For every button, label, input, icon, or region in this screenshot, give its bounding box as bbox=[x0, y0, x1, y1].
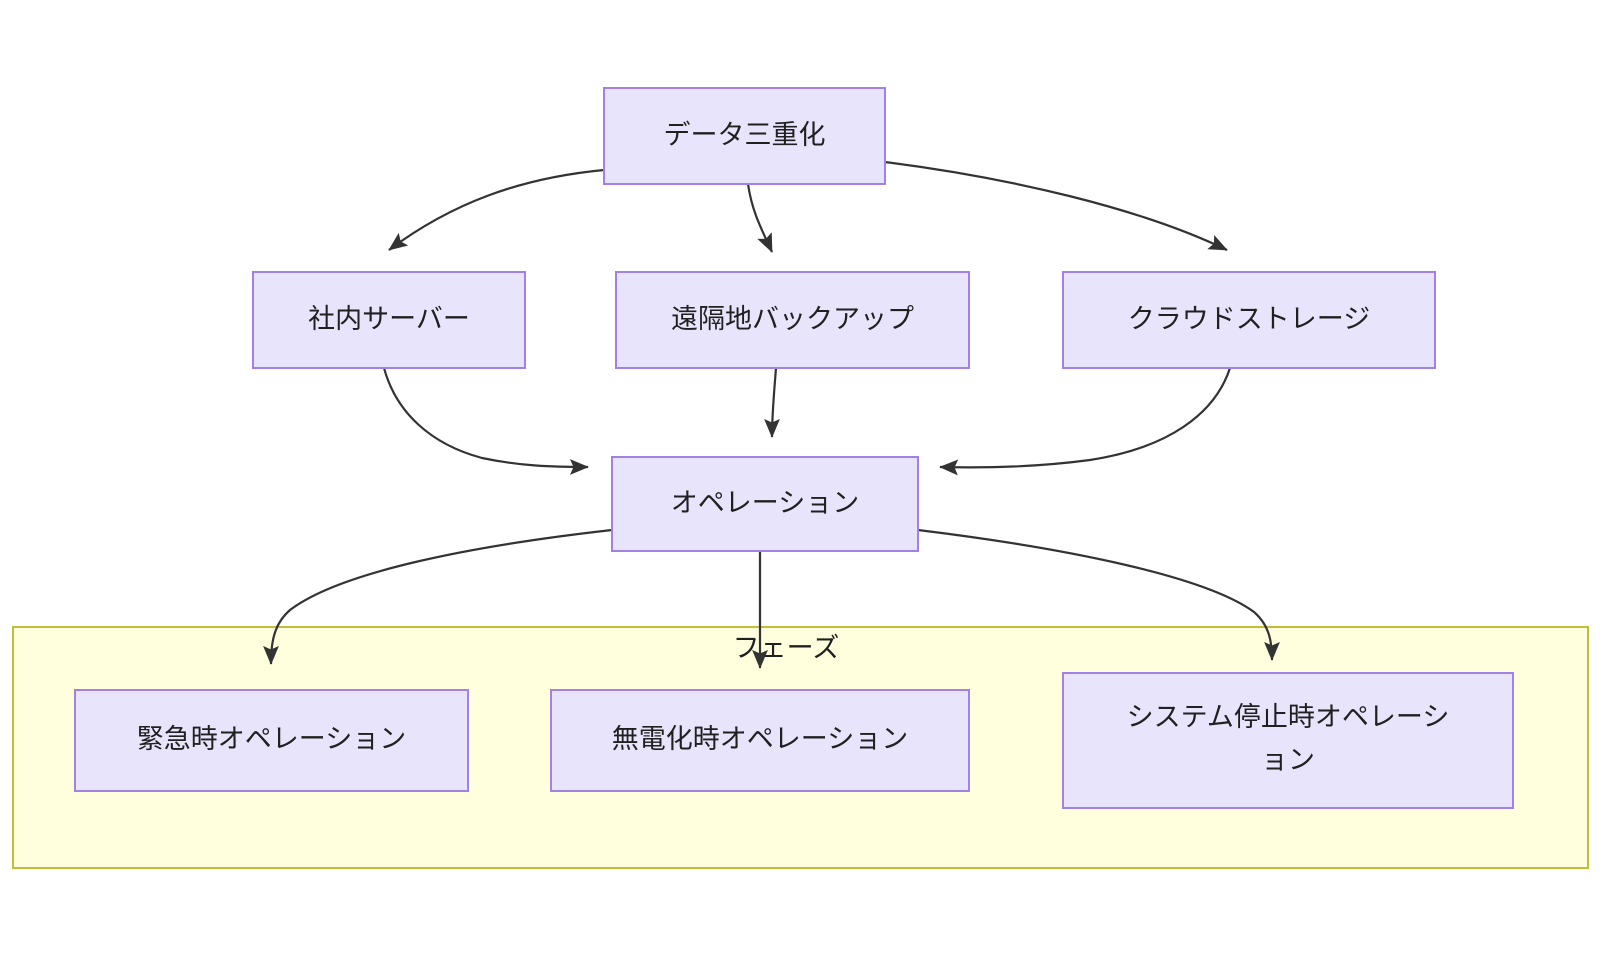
edge-root-to-internal-server bbox=[388, 168, 605, 251]
node-system-halt-op-label-line1: システム停止時オペレーシ bbox=[1127, 702, 1450, 732]
node-cloud-storage[interactable]: クラウドストレージ bbox=[1062, 271, 1436, 369]
node-emergency-op-rect[interactable] bbox=[74, 689, 469, 792]
node-operation-rect[interactable] bbox=[611, 456, 919, 552]
node-emergency-op[interactable]: 緊急時オペレーション bbox=[74, 689, 469, 792]
node-cloud-storage-label: クラウドストレージ bbox=[1128, 304, 1370, 334]
edge-root-to-remote-backup bbox=[746, 183, 774, 253]
edge-operation-to-system-halt-op bbox=[917, 528, 1280, 661]
node-internal-server[interactable]: 社内サーバー bbox=[252, 271, 526, 369]
node-root-label: データ三重化 bbox=[664, 120, 826, 150]
edge-internal-server-to-operation bbox=[382, 367, 589, 475]
node-no-power-op[interactable]: 無電化時オペレーション bbox=[550, 689, 970, 792]
edge-operation-to-emergency-op bbox=[263, 528, 613, 665]
node-remote-backup-label: 遠隔地バックアップ bbox=[671, 304, 914, 334]
edge-remote-backup-to-operation bbox=[764, 367, 780, 438]
node-cloud-storage-rect[interactable] bbox=[1062, 271, 1436, 369]
node-no-power-op-rect[interactable] bbox=[550, 689, 970, 792]
node-root[interactable]: データ三重化 bbox=[603, 87, 886, 185]
node-internal-server-rect[interactable] bbox=[252, 271, 526, 369]
node-system-halt-op-rect[interactable] bbox=[1062, 672, 1514, 809]
node-system-halt-op[interactable]: システム停止時オペレーシ ョン bbox=[1062, 672, 1514, 809]
node-operation[interactable]: オペレーション bbox=[611, 456, 919, 552]
edge-group bbox=[263, 160, 1280, 669]
subgraph-phase-label: フェーズ bbox=[733, 633, 840, 663]
node-internal-server-label: 社内サーバー bbox=[308, 304, 470, 334]
node-no-power-op-label: 無電化時オペレーション bbox=[612, 724, 908, 754]
node-system-halt-op-label-line2: ョン bbox=[1261, 745, 1315, 775]
node-emergency-op-label: 緊急時オペレーション bbox=[137, 724, 406, 754]
node-operation-label: オペレーション bbox=[671, 488, 859, 518]
node-remote-backup[interactable]: 遠隔地バックアップ bbox=[615, 271, 970, 369]
edge-cloud-storage-to-operation bbox=[939, 367, 1232, 476]
node-root-rect[interactable] bbox=[603, 87, 886, 185]
node-remote-backup-rect[interactable] bbox=[615, 271, 970, 369]
edge-root-to-cloud-storage bbox=[884, 160, 1228, 251]
